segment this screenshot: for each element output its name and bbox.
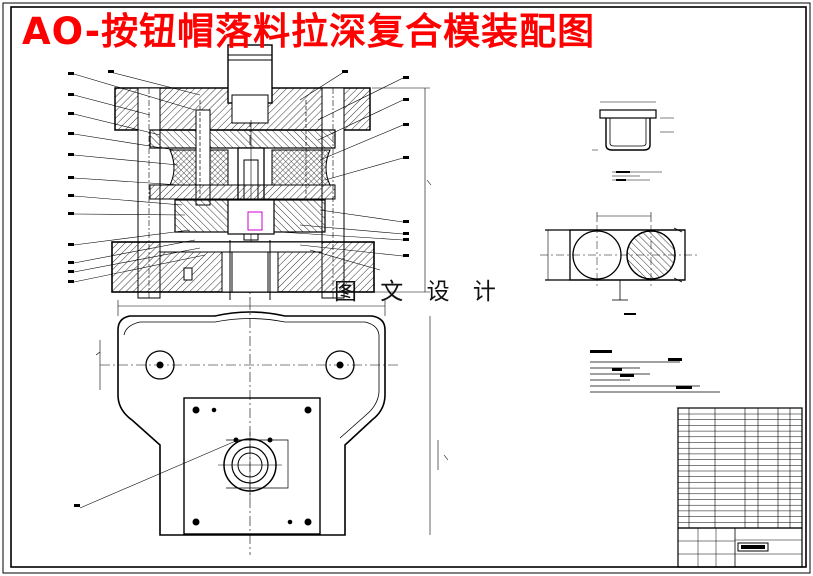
watermark-text: 图 文 设 计 xyxy=(334,279,504,305)
part-drawing-cup xyxy=(592,101,674,181)
section-dimensions xyxy=(372,87,432,293)
strip-layout xyxy=(540,212,700,315)
plan-view xyxy=(95,300,449,555)
parts-list-table xyxy=(677,407,803,568)
part-leader-lines xyxy=(73,71,404,509)
front-section-view xyxy=(111,44,375,300)
technical-notes xyxy=(590,350,720,393)
part-number-marks xyxy=(68,70,409,507)
drawing-title: AO-按钮帽落料拉深复合模装配图 xyxy=(22,10,596,53)
